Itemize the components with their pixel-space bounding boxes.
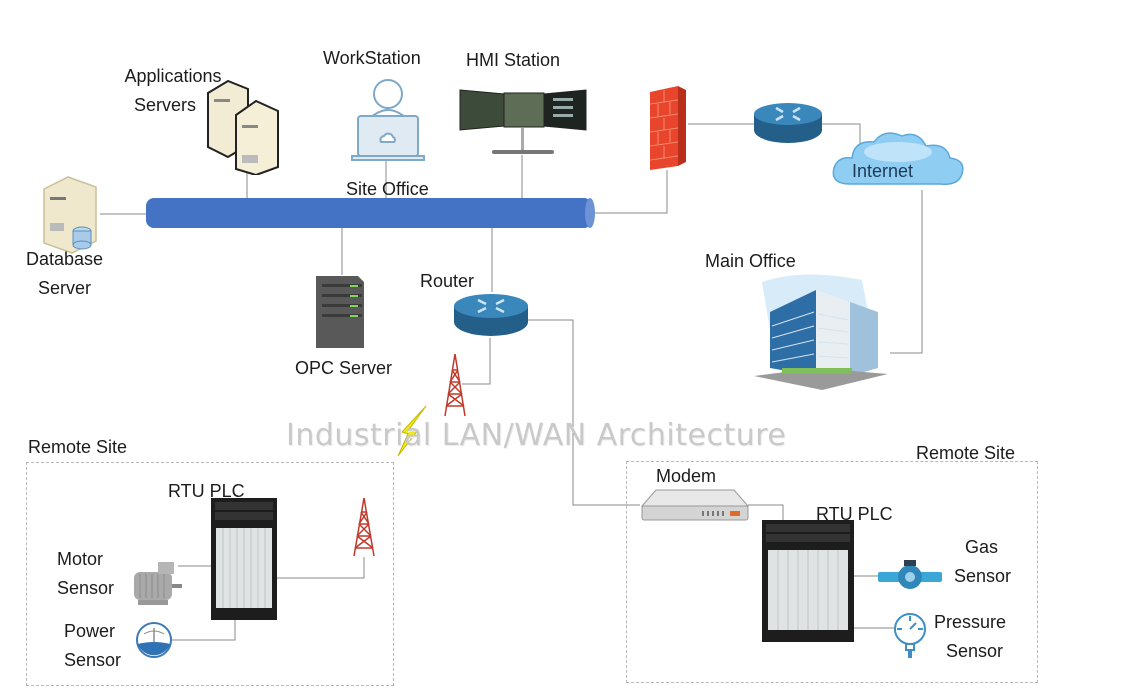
diagram-title: Industrial LAN/WAN Architecture: [286, 418, 787, 453]
firewall-icon[interactable]: [646, 82, 690, 172]
pressure-sensor-label-2: Sensor: [946, 641, 1004, 661]
wire-firewall: [592, 170, 668, 214]
radio-tower-icon: [444, 353, 466, 417]
building-icon[interactable]: [752, 272, 892, 392]
modem-label: Modem: [656, 466, 717, 486]
database-server-icon[interactable]: [38, 175, 104, 255]
gauge-icon[interactable]: [134, 620, 174, 660]
wire-internet-mainoffice: [890, 190, 923, 354]
gas-meter-icon[interactable]: [876, 560, 944, 592]
remote-site-right-label: Remote Site: [916, 443, 1016, 463]
wire-router-modem: [528, 319, 640, 506]
pressure-gauge-icon[interactable]: [892, 612, 928, 660]
wire-router-internet: [822, 123, 861, 148]
remote-tower-left-icon: [353, 497, 375, 557]
site-office-label: Site Office: [346, 179, 429, 199]
gas-sensor-label-2: Sensor: [954, 566, 1012, 586]
workstation-label: WorkStation: [323, 48, 421, 68]
pressure-sensor-label-1: Pressure: [934, 612, 1007, 632]
wire-router-tower: [462, 338, 491, 385]
remote-site-right-box: [626, 461, 1038, 683]
power-sensor-label-2: Sensor: [64, 650, 122, 670]
rack-server-icon[interactable]: [312, 272, 368, 350]
hmi-station-label: HMI Station: [466, 50, 561, 70]
monitor-icon[interactable]: [458, 88, 588, 158]
wire-power-rtu: [172, 618, 236, 641]
app-servers-label-1: Applications: [124, 66, 222, 86]
router-label: Router: [420, 271, 475, 291]
motor-sensor-label-1: Motor: [57, 549, 104, 569]
gas-sensor-label-1: Gas: [965, 537, 999, 557]
lan-backbone: [146, 198, 595, 228]
wire-modem-rtu: [748, 504, 784, 520]
main-office-label: Main Office: [705, 251, 796, 271]
database-label-2: Server: [38, 278, 92, 298]
internet-label: Internet: [852, 161, 914, 181]
wire-left-rtu-tower: [276, 557, 365, 579]
remote-site-left-box: [26, 462, 394, 686]
motor-sensor-label-2: Sensor: [57, 578, 115, 598]
rtu-right-label: RTU PLC: [816, 504, 893, 524]
modem-icon[interactable]: [640, 488, 750, 522]
power-sensor-label-1: Power: [64, 621, 116, 641]
lightning-icon: [397, 405, 427, 457]
motor-icon[interactable]: [130, 560, 186, 608]
rtu-plc-left-icon[interactable]: [211, 498, 277, 620]
cloud-icon[interactable]: [828, 128, 968, 194]
server-tower-icon[interactable]: [200, 75, 290, 175]
edge-router-icon[interactable]: [752, 100, 824, 148]
opc-server-label: OPC Server: [295, 358, 393, 378]
rtu-left-label: RTU PLC: [168, 481, 245, 501]
rtu-plc-right-icon[interactable]: [762, 520, 854, 642]
database-label-1: Database: [26, 249, 104, 269]
user-laptop-icon[interactable]: [350, 76, 426, 162]
remote-site-left-label: Remote Site: [28, 437, 128, 457]
router-icon[interactable]: [452, 292, 530, 342]
app-servers-label-2: Servers: [133, 95, 196, 115]
